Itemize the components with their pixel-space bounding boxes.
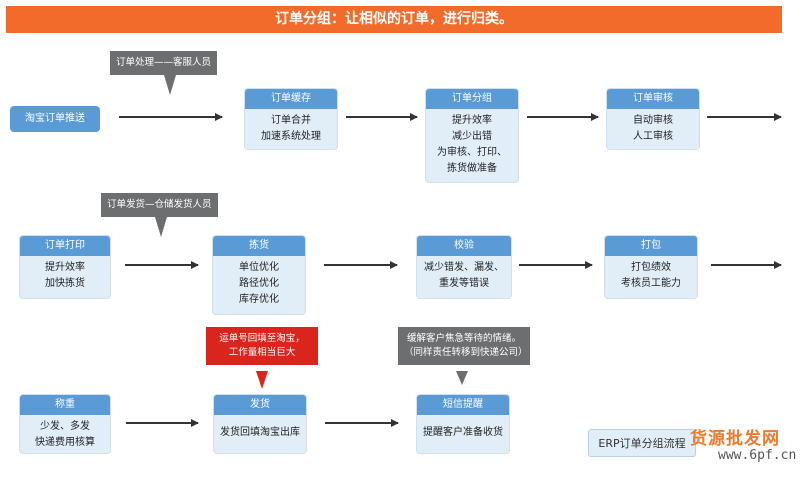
- box-line: 减少错发、漏发、: [424, 262, 504, 273]
- box-line: 提升效率: [452, 115, 492, 126]
- callout-pointer: [256, 371, 268, 389]
- watermark-url: www.6pf.cn: [718, 448, 797, 463]
- callout-customer-service: 订单处理——客服人员: [110, 51, 218, 75]
- callout-text: 工作量相当巨大: [228, 347, 296, 358]
- box-line: 加速系统处理: [261, 131, 321, 142]
- callout-warehouse: 订单发货—仓储发货人员: [101, 193, 218, 217]
- callout-text: 订单处理——客服人员: [116, 57, 212, 68]
- box-line: 快递费用核算: [35, 437, 95, 448]
- box-line: 考核员工能力: [621, 278, 681, 289]
- box-header: 校验: [417, 236, 511, 256]
- box-weighing: 称重 少发、多发 快递费用核算: [19, 394, 111, 454]
- box-line: 减少出错: [452, 131, 492, 142]
- box-line: 拣货做准备: [447, 163, 497, 174]
- callout-text: （同样责任转移到快递公司）: [404, 347, 528, 358]
- box-header: 订单分组: [426, 89, 518, 109]
- box-order-print: 订单打印 提升效率 加快拣货: [19, 235, 111, 299]
- box-verification: 校验 减少错发、漏发、 重发等错误: [416, 235, 512, 299]
- box-header: 发货: [214, 395, 306, 415]
- box-order-review: 订单审核 自动审核 人工审核: [606, 88, 700, 150]
- box-line: 自动审核: [633, 115, 673, 126]
- box-line: 重发等错误: [439, 278, 489, 289]
- box-picking: 拣货 单位优化 路径优化 库存优化: [212, 235, 306, 315]
- box-line: 路径优化: [239, 278, 279, 289]
- watermark-brand: 货源批发网: [690, 429, 780, 449]
- box-header: 拣货: [213, 236, 305, 256]
- box-line: 加快拣货: [45, 278, 85, 289]
- box-line: 发货回填淘宝出库: [220, 427, 300, 438]
- taobao-order-push: 淘宝订单推送: [10, 106, 100, 132]
- box-header: 订单审核: [607, 89, 699, 109]
- diagram-caption: ERP订单分组流程: [588, 429, 696, 457]
- callout-pointer: [155, 217, 167, 237]
- callout-text: 订单发货—仓储发货人员: [107, 199, 212, 210]
- box-header: 短信提醒: [417, 395, 509, 415]
- callout-text: 运单号回填至淘宝，: [219, 333, 305, 344]
- box-header: 订单打印: [20, 236, 110, 256]
- box-line: 提醒客户准备收货: [423, 427, 503, 438]
- box-shipping: 发货 发货回填淘宝出库: [213, 394, 307, 454]
- box-line: 为审核、打印、: [437, 147, 507, 158]
- box-header: 打包: [605, 236, 697, 256]
- box-line: 打包绩效: [631, 262, 671, 273]
- box-line: 订单合并: [271, 115, 311, 126]
- callout-waybill-warning: 运单号回填至淘宝， 工作量相当巨大: [206, 327, 318, 365]
- box-header: 称重: [20, 395, 110, 415]
- box-order-grouping: 订单分组 提升效率 减少出错 为审核、打印、 拣货做准备: [425, 88, 519, 183]
- page-title: 订单分组：让相似的订单，进行归类。: [6, 6, 782, 33]
- box-line: 提升效率: [45, 262, 85, 273]
- box-packing: 打包 打包绩效 考核员工能力: [604, 235, 698, 299]
- callout-pointer: [164, 75, 176, 95]
- box-line: 人工审核: [633, 131, 673, 142]
- box-header: 订单缓存: [245, 89, 337, 109]
- callout-customer-anxiety: 缓解客户焦急等待的情绪。 （同样责任转移到快递公司）: [398, 327, 530, 365]
- box-line: 少发、多发: [40, 421, 90, 432]
- callout-text: 缓解客户焦急等待的情绪。: [406, 333, 521, 344]
- box-line: 库存优化: [239, 294, 279, 305]
- box-line: 单位优化: [239, 262, 279, 273]
- box-order-cache: 订单缓存 订单合并 加速系统处理: [244, 88, 338, 150]
- callout-pointer: [456, 371, 468, 385]
- box-sms-reminder: 短信提醒 提醒客户准备收货: [416, 394, 510, 454]
